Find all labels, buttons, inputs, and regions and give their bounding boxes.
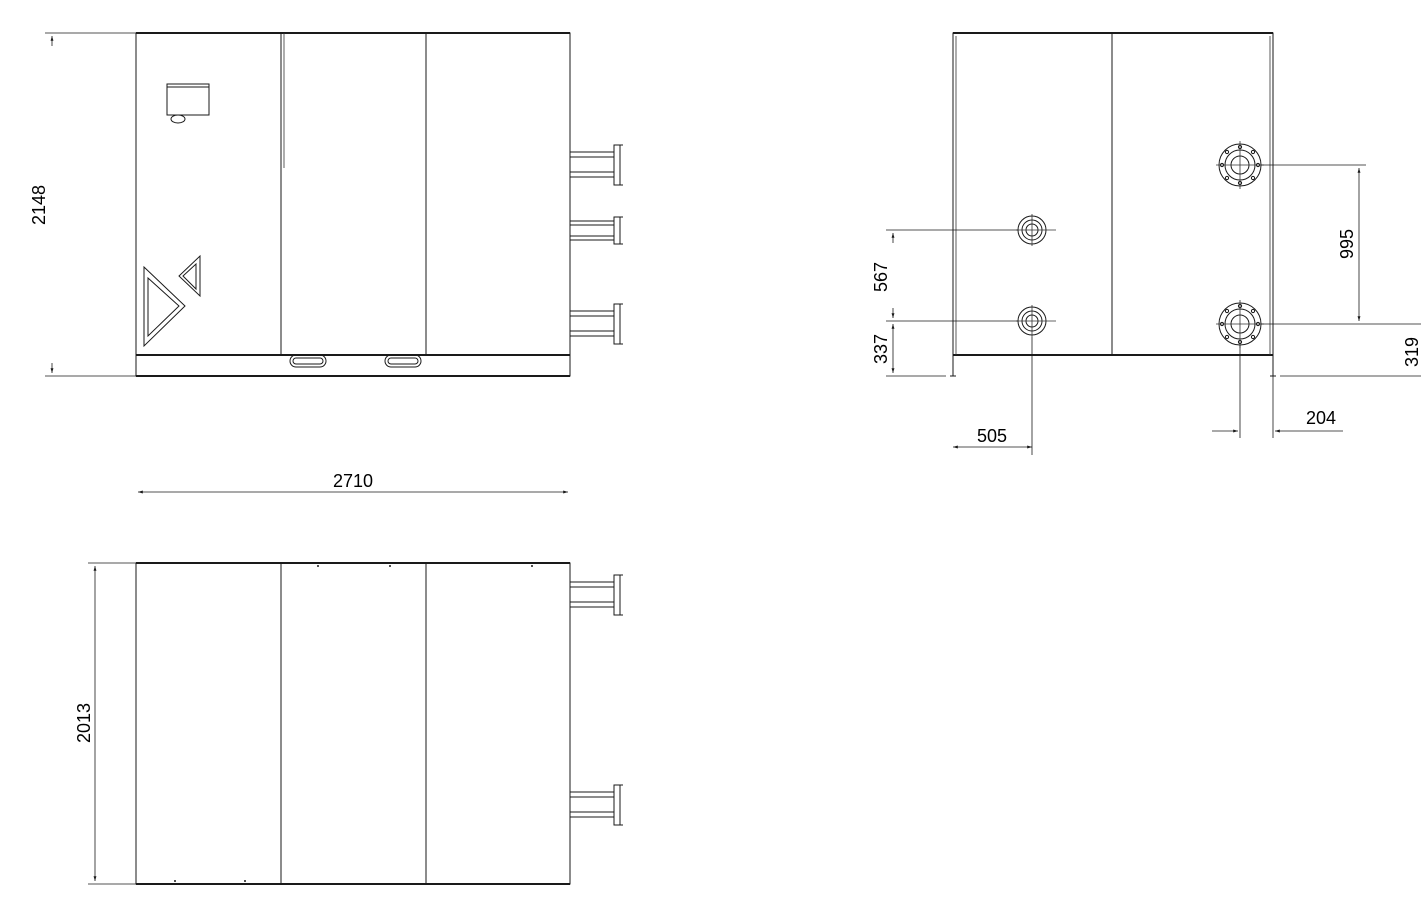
- dimension-front-height: 2148: [29, 32, 136, 377]
- large-flange-upper: [1216, 141, 1264, 189]
- dim-side-left-upper-label: 567: [871, 262, 891, 292]
- nozzle: [569, 303, 623, 345]
- dimension-side-left-upper: 567: [871, 229, 1018, 292]
- nozzle: [569, 216, 623, 245]
- vent-box: [166, 83, 210, 116]
- logo-icon: [143, 254, 201, 348]
- dimension-top-depth: 2013: [74, 562, 136, 885]
- nozzle: [569, 784, 623, 826]
- top-view: 2013: [74, 562, 623, 885]
- dimension-side-upper-spacing: 995: [1261, 164, 1421, 325]
- dimension-side-left-lower: 337: [871, 308, 1018, 377]
- nozzle: [569, 574, 623, 616]
- lifting-slot: [289, 354, 327, 368]
- small-flange-lower: [1016, 305, 1056, 337]
- dim-front-height-label: 2148: [29, 185, 49, 225]
- dim-top-depth-label: 2013: [74, 703, 94, 743]
- dim-side-left-lower-label: 337: [871, 334, 891, 364]
- small-flange-upper: [1016, 214, 1056, 246]
- front-view: 2148 2710: [29, 32, 623, 494]
- large-flange-lower: [1216, 300, 1264, 348]
- dimension-side-right-lower: 319: [1280, 337, 1421, 377]
- dim-side-right-offset-label: 204: [1306, 408, 1336, 428]
- dimension-front-width: 2710: [138, 471, 568, 494]
- dimension-side-left-offset: 505: [953, 337, 1033, 455]
- nozzle: [569, 144, 623, 186]
- side-view: 995 319 567 337 505: [871, 32, 1421, 455]
- dim-side-upper-spacing-label: 995: [1337, 229, 1357, 259]
- dimension-side-right-offset: 204: [1212, 345, 1343, 438]
- lifting-slot: [384, 354, 422, 368]
- dim-side-left-offset-label: 505: [977, 426, 1007, 446]
- dim-side-right-lower-label: 319: [1402, 337, 1421, 367]
- dim-front-width-label: 2710: [333, 471, 373, 491]
